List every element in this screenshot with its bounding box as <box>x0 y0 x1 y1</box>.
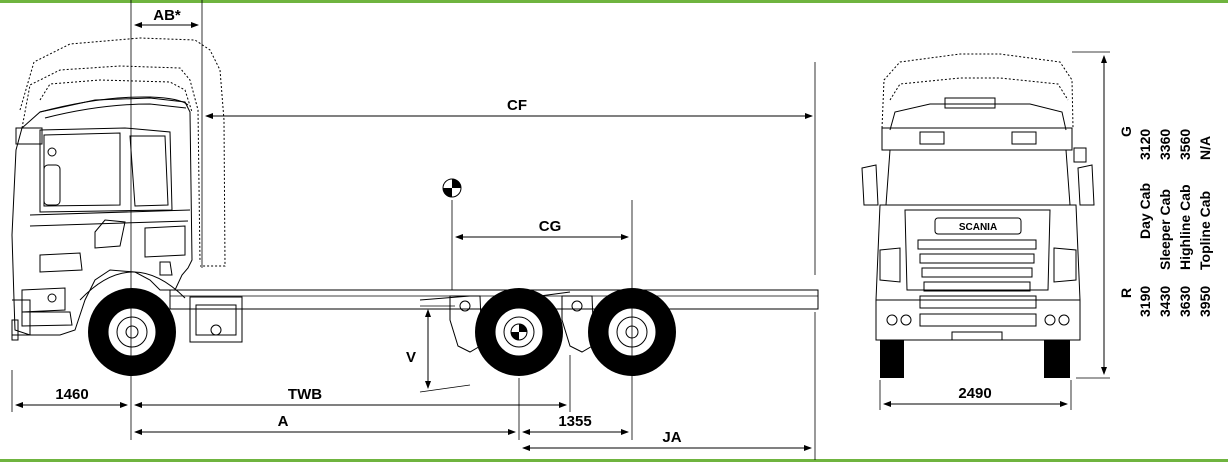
table-header-r: R <box>1118 288 1134 298</box>
front-view-truck: SCANIA <box>861 53 1095 378</box>
table-row-cab: Sleeper Cab <box>1157 189 1173 270</box>
table-row-r: 3950 <box>1197 286 1213 317</box>
front-left-tyre <box>880 340 904 378</box>
table-header-g: G <box>1118 126 1134 137</box>
table-row-r: 3630 <box>1177 286 1193 317</box>
dimension-arrows <box>15 22 813 451</box>
battery-box <box>189 296 243 343</box>
side-reference-lines <box>11 0 816 460</box>
dim-label-a: A <box>278 413 289 430</box>
table-row-g: N/A <box>1197 136 1213 160</box>
center-of-gravity-marker <box>442 178 462 198</box>
rear-suspension <box>419 291 595 353</box>
table-row-r: 3190 <box>1137 286 1153 317</box>
top-accent-bar <box>0 0 1228 3</box>
dim-label-v: V <box>406 349 416 366</box>
table-row-g: 3120 <box>1137 129 1153 160</box>
table-row-g: 3560 <box>1177 129 1193 160</box>
front-dimension-lines <box>879 51 1110 410</box>
table-row-cab: Highline Cab <box>1177 184 1193 270</box>
front-right-tyre <box>1044 340 1070 378</box>
front-wheel <box>88 288 176 376</box>
dim-label-ab: AB* <box>153 7 181 24</box>
dim-label-1460: 1460 <box>55 386 88 403</box>
dim-label-twb: TWB <box>288 386 322 403</box>
cab-side <box>11 96 193 341</box>
front-roof-outline <box>881 53 1074 129</box>
highline-roof-outline <box>21 65 201 263</box>
bogie-center-marker <box>510 323 528 341</box>
sleeper-roof-outline <box>39 79 193 113</box>
topline-roof-outline <box>19 37 226 267</box>
table-row-g: 3360 <box>1157 129 1173 160</box>
cab-height-table: R G 3190 Day Cab 3120 3430 Sleeper Cab 3… <box>1118 126 1213 317</box>
dim-label-1355: 1355 <box>558 413 591 430</box>
dim-label-cf: CF <box>507 97 527 114</box>
side-view-truck <box>11 37 819 376</box>
table-row-cab: Topline Cab <box>1197 191 1213 270</box>
table-row-r: 3430 <box>1157 286 1173 317</box>
bottom-accent-bar <box>0 459 1228 462</box>
table-row-cab: Day Cab <box>1137 183 1153 239</box>
dim-label-2490: 2490 <box>958 385 991 402</box>
dim-label-cg: CG <box>539 218 562 235</box>
brand-badge: SCANIA <box>959 222 997 233</box>
dim-label-ja: JA <box>662 429 681 446</box>
